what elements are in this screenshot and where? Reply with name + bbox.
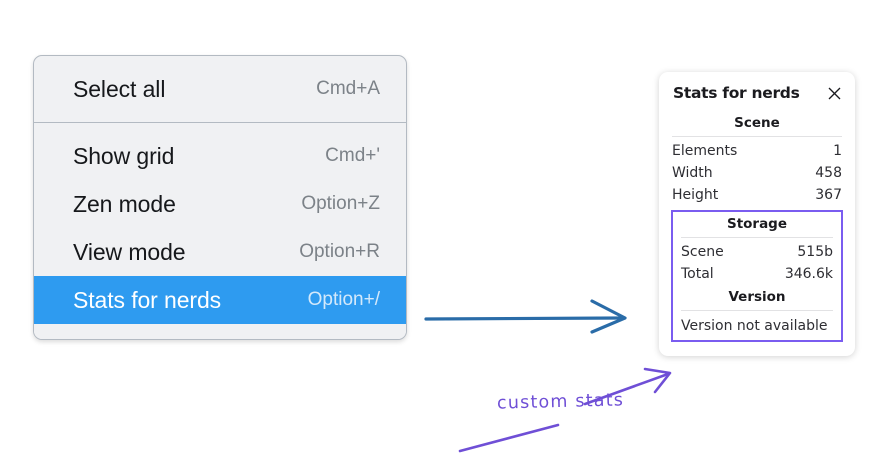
version-divider	[681, 310, 833, 311]
panel-header: Stats for nerds	[659, 84, 855, 102]
menu-item-shortcut: Option+R	[299, 241, 380, 262]
close-icon[interactable]	[827, 86, 842, 101]
version-section-heading: Version	[728, 289, 786, 305]
stat-key: Scene	[681, 244, 724, 260]
purple-underline	[458, 423, 560, 453]
stat-key: Height	[672, 187, 719, 203]
stat-row-storage-total: Total 346.6k	[681, 263, 833, 285]
menu-item-label: Select all	[73, 75, 166, 102]
stat-row-width: Width 458	[672, 162, 842, 184]
menu-item-label: Zen mode	[73, 190, 176, 217]
stat-key: Total	[681, 266, 714, 282]
stat-value: 515b	[797, 244, 833, 260]
menu-divider	[34, 122, 406, 123]
panel-body: Scene Elements 1 Width 458 Height 367 St…	[659, 113, 855, 342]
context-menu[interactable]: Select all Cmd+A Show grid Cmd+' Zen mod…	[33, 55, 407, 340]
stat-value: 458	[815, 165, 842, 181]
menu-item-label: Show grid	[73, 142, 175, 169]
stats-for-nerds-panel: Stats for nerds Scene Elements 1 Width 4…	[659, 72, 855, 356]
menu-item-shortcut: Cmd+'	[325, 145, 380, 166]
storage-section-heading: Storage	[726, 216, 788, 232]
menu-section-2: Show grid Cmd+' Zen mode Option+Z View m…	[34, 123, 406, 324]
panel-title: Stats for nerds	[673, 84, 800, 102]
menu-footer	[34, 324, 406, 339]
blue-arrow	[424, 299, 627, 334]
version-value: Version not available	[681, 318, 828, 334]
menu-item-label: Stats for nerds	[73, 286, 222, 313]
menu-section-1: Select all Cmd+A	[34, 56, 406, 122]
stat-row-height: Height 367	[672, 184, 842, 206]
menu-item-select-all[interactable]: Select all Cmd+A	[34, 65, 406, 113]
stat-key: Width	[672, 165, 713, 181]
menu-item-stats-for-nerds[interactable]: Stats for nerds Option+/	[34, 276, 406, 324]
menu-item-label: View mode	[73, 238, 186, 265]
stat-row-storage-scene: Scene 515b	[681, 241, 833, 263]
stat-value: 346.6k	[784, 266, 833, 282]
stat-row-elements: Elements 1	[672, 140, 842, 162]
menu-item-shortcut: Cmd+A	[316, 78, 380, 99]
storage-divider	[681, 237, 833, 238]
menu-item-view-mode[interactable]: View mode Option+R	[34, 228, 406, 276]
menu-item-shortcut: Option+/	[307, 289, 380, 310]
stat-value: 367	[815, 187, 842, 203]
menu-item-zen-mode[interactable]: Zen mode Option+Z	[34, 180, 406, 228]
stat-key: Elements	[672, 143, 738, 159]
menu-item-shortcut: Option+Z	[301, 193, 380, 214]
menu-item-show-grid[interactable]: Show grid Cmd+'	[34, 132, 406, 180]
scene-section-heading: Scene	[734, 115, 780, 131]
custom-stats-highlight-box: Storage Scene 515b Total 346.6k Version …	[671, 210, 843, 342]
scene-divider	[672, 136, 842, 137]
custom-stats-annotation-label: custom stats	[496, 390, 625, 414]
stat-value: 1	[833, 143, 842, 159]
